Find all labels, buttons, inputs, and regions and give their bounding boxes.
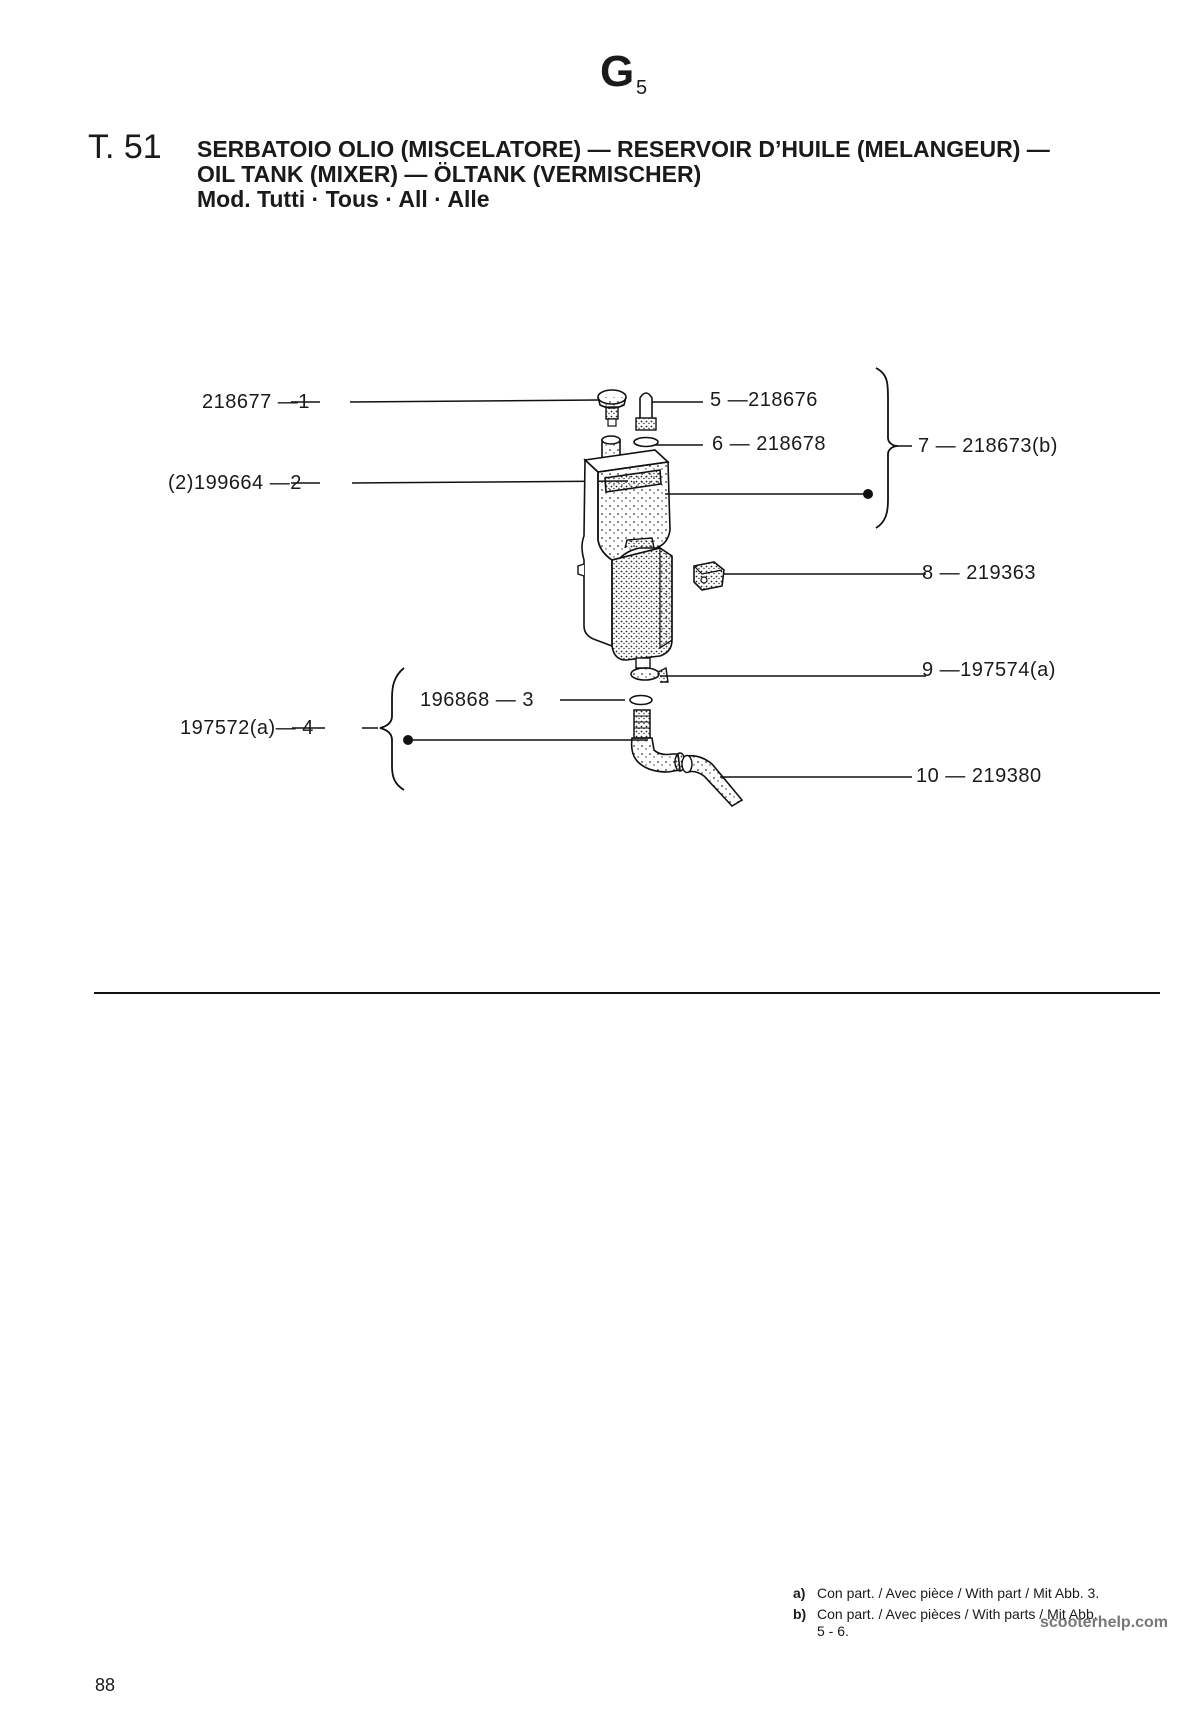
filler-cap-part-1	[597, 389, 627, 427]
leader-line-1	[349, 399, 599, 403]
callout-item-1: 218677 —1	[202, 391, 310, 413]
footnote-b: b) Con part. / Avec pièces / With parts /…	[793, 1606, 1098, 1623]
leader-line-2	[351, 480, 629, 484]
callout-item-3: 196868 — 3	[420, 689, 534, 711]
section-divider	[94, 992, 1160, 994]
title-line-1: SERBATOIO OLIO (MISCELATORE) — RESERVOIR…	[197, 136, 1050, 162]
footnote-b-continued: 5 - 6.	[817, 1623, 849, 1639]
callout-item-7: 7 — 218673(b)	[918, 435, 1058, 457]
callout-item-6: 6 — 218678	[712, 433, 826, 455]
footnote-a: a) Con part. / Avec pièce / With part / M…	[793, 1585, 1099, 1602]
brace-group-4	[379, 667, 405, 791]
table-number: T. 51	[88, 128, 162, 166]
footnote-b-mark: b)	[793, 1606, 807, 1622]
leader-dot-7	[863, 489, 873, 499]
watermark: scooterhelp.com	[1040, 1614, 1169, 1631]
callout-item-9: 9 —197574(a)	[922, 659, 1056, 681]
page-number: 88	[95, 1675, 116, 1695]
o-ring-part-3	[629, 694, 653, 706]
footnote-a-mark: a)	[793, 1585, 806, 1601]
callout-item-8: 8 — 219363	[922, 562, 1036, 584]
oil-tank-body	[577, 435, 673, 669]
title-line-2: OIL TANK (MIXER) — ÖLTANK (VERMISCHER)	[197, 161, 702, 187]
section-number: 5	[636, 77, 648, 99]
footnote-b-text: Con part. / Avec pièces / With parts / M…	[817, 1606, 1098, 1622]
section-letter: G	[600, 47, 635, 96]
filter-elbow-part-4	[630, 709, 686, 773]
hose-clip-part-9	[630, 666, 669, 683]
title-line-3: Mod. Tutti · Tous · All · Alle	[197, 186, 490, 212]
leader-lines	[291, 399, 926, 778]
callout-item-2: (2)199664 —2	[168, 472, 302, 494]
rubber-pad-part-8	[693, 561, 725, 591]
washer-part-6	[633, 436, 659, 448]
oil-hose-part-10	[681, 754, 744, 808]
callout-item-10: 10 — 219380	[916, 765, 1042, 787]
leader-dot-4	[403, 735, 413, 745]
footnote-a-text: Con part. / Avec pièce / With part / Mit…	[817, 1585, 1100, 1601]
breather-nipple-part-5	[635, 392, 657, 431]
page-title: SERBATOIO OLIO (MISCELATORE) — RESERVOIR…	[197, 137, 1177, 212]
brace-group-7	[875, 367, 899, 529]
callout-item-5: 5 —218676	[710, 389, 818, 411]
callout-item-4: 197572(a)— 4	[180, 717, 314, 739]
